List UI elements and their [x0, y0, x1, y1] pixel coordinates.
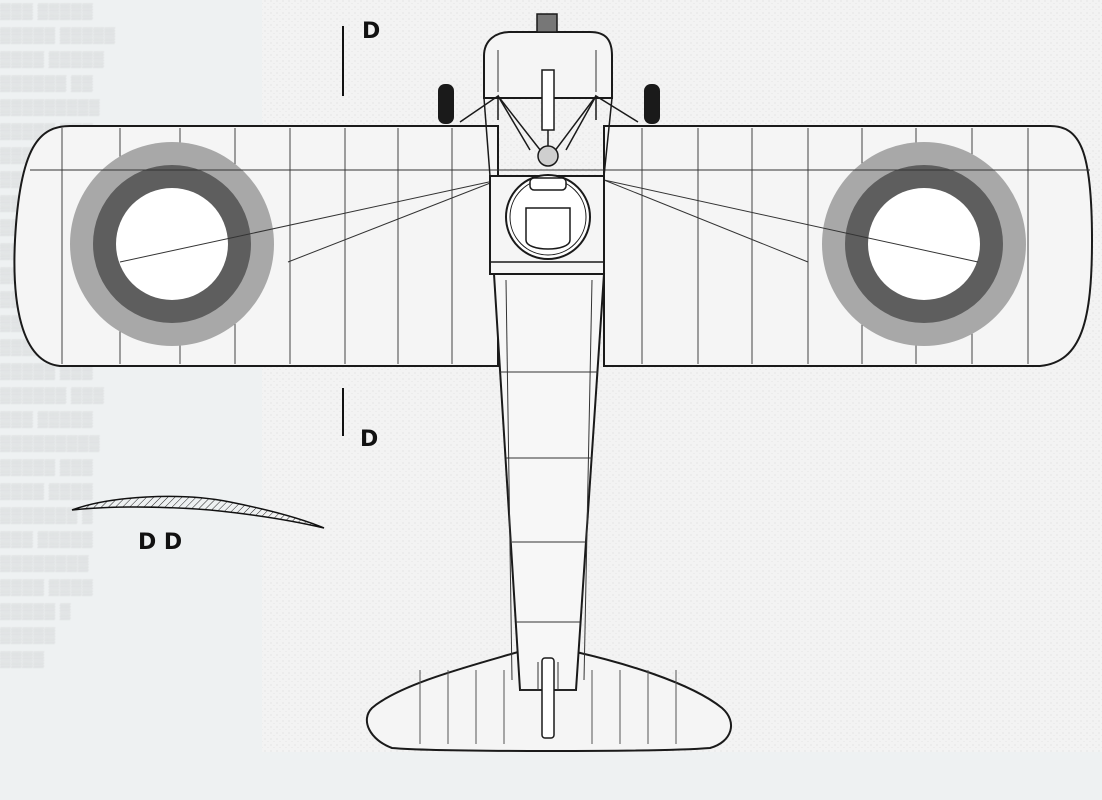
cockpit: [489, 174, 605, 275]
fuselage: [492, 273, 606, 691]
bracing-wires: [119, 179, 979, 263]
section-label-bottom: D: [360, 427, 378, 452]
section-label-top: D: [362, 19, 380, 44]
engine-cowl: [483, 13, 613, 99]
engine-mount: [459, 69, 639, 177]
paper-background: [262, 0, 1102, 752]
airfoil-section: [71, 495, 325, 529]
bottom-margin: [0, 752, 1102, 800]
rudder-post: [537, 657, 559, 739]
left-wheel: [438, 84, 454, 124]
right-roundel: [822, 142, 1026, 346]
right-wheel: [644, 84, 660, 124]
airfoil-label: D D: [138, 530, 182, 555]
wing: [13, 125, 1094, 367]
left-roundel: [70, 142, 274, 346]
